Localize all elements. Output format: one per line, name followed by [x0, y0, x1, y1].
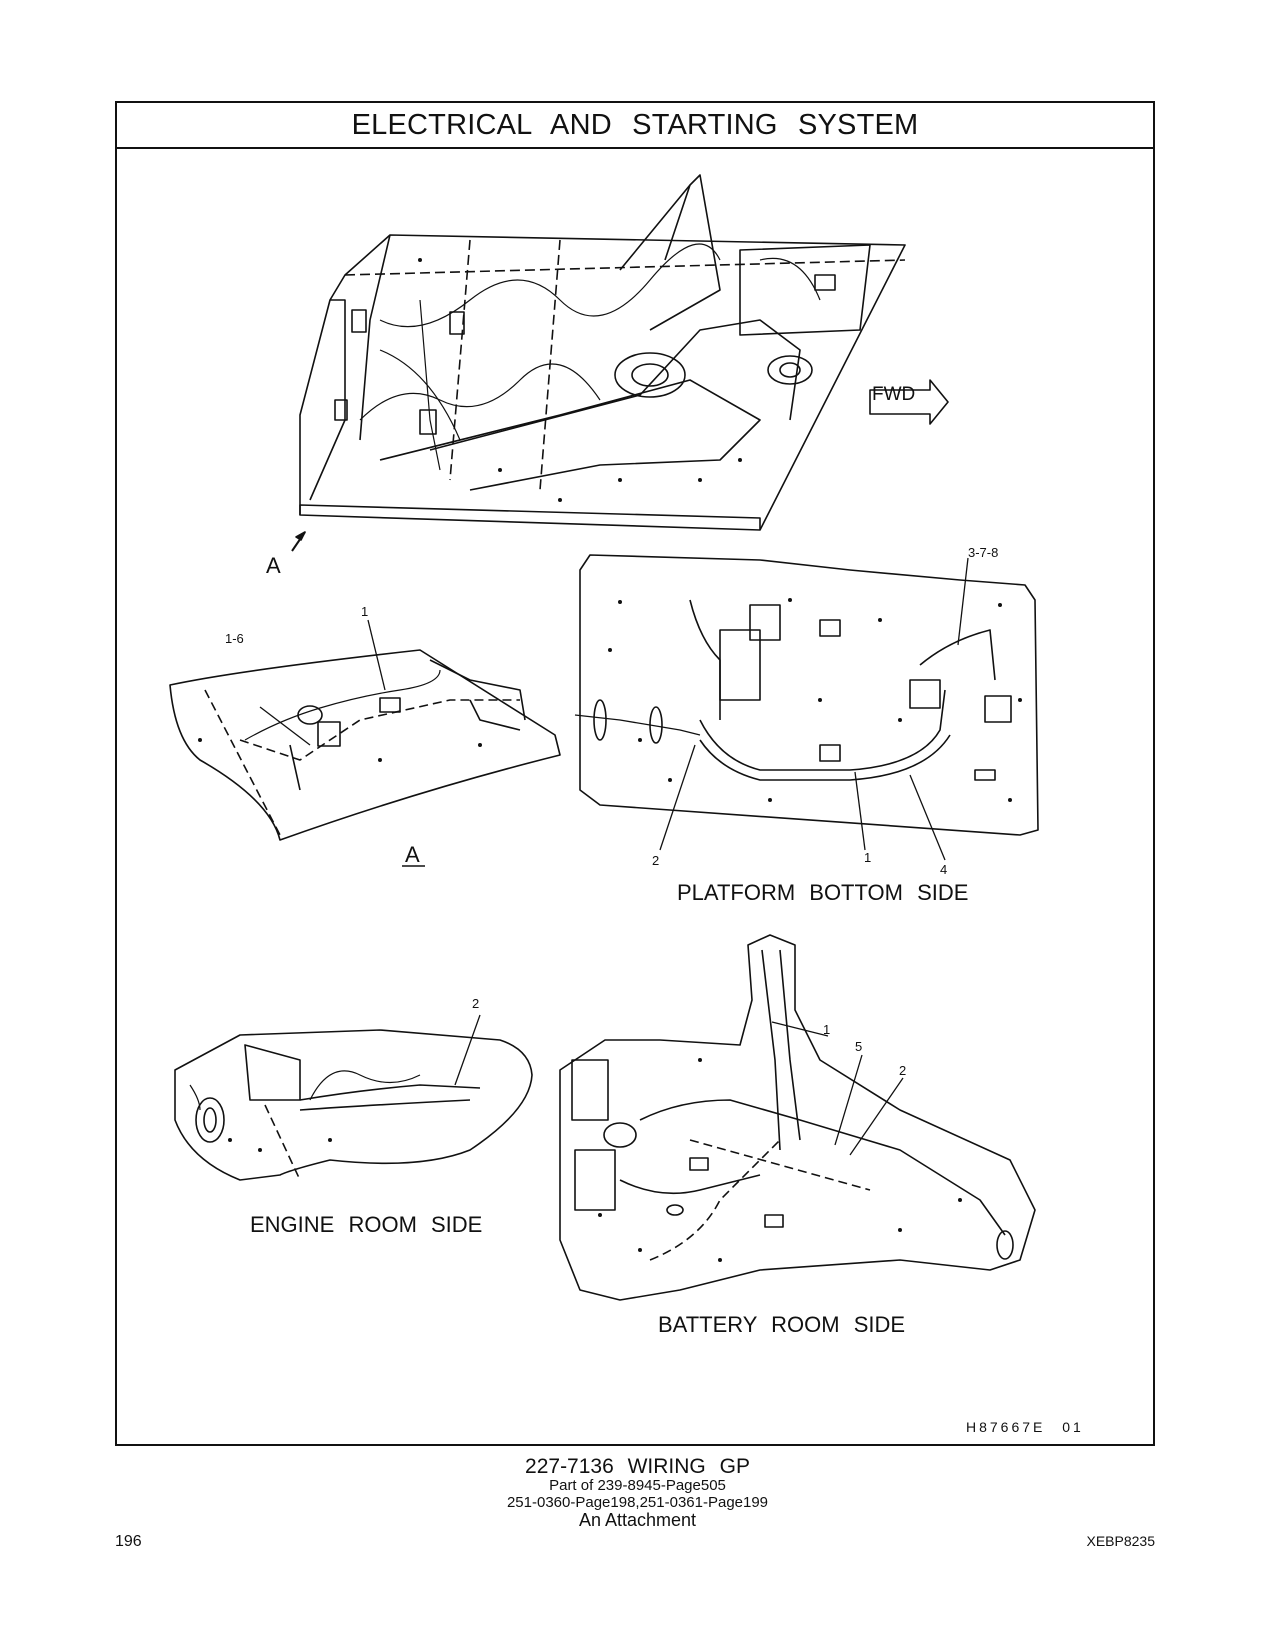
document-number: XEBP8235 — [1086, 1533, 1156, 1549]
callout-5-battery: 5 — [855, 1039, 863, 1054]
engine-room-drawing — [174, 1014, 533, 1181]
page-number: 196 — [115, 1533, 142, 1550]
illustration-id: H87667E 01 — [966, 1419, 1084, 1435]
detail-a-caption: A — [405, 842, 420, 867]
fwd-label: FWD — [872, 384, 916, 405]
main-frame-drawing — [291, 174, 949, 552]
callout-1-platform: 1 — [864, 850, 872, 865]
platform-bottom-caption: PLATFORM BOTTOM SIDE — [677, 880, 969, 905]
callout-2-engine: 2 — [472, 996, 480, 1011]
callout-2-platform: 2 — [652, 853, 660, 868]
callout-1-6: 1-6 — [225, 631, 244, 646]
fastener-dots — [198, 258, 1022, 1262]
illustration-frame: ELECTRICAL AND STARTING SYSTEM — [115, 101, 1155, 1446]
footer-line-2: 251-0360-Page198,251-0361-Page199 — [506, 1494, 769, 1511]
callout-4-platform: 4 — [940, 862, 948, 877]
callout-2-battery: 2 — [899, 1063, 907, 1078]
footer-part-title: 227-7136 WIRING GP — [525, 1455, 750, 1478]
footer-line-1: Part of 239-8945-Page505 — [549, 1477, 726, 1494]
callout-1-detail-a: 1 — [361, 604, 369, 619]
footer-line-3: An Attachment — [578, 1510, 697, 1530]
page-title: ELECTRICAL AND STARTING SYSTEM — [117, 103, 1153, 149]
platform-bottom-drawing — [574, 554, 1039, 861]
view-a-arrow-label: A — [266, 553, 281, 578]
engine-room-caption: ENGINE ROOM SIDE — [250, 1212, 483, 1237]
detail-a-drawing — [169, 619, 561, 867]
callout-3-7-8: 3-7-8 — [968, 545, 999, 560]
battery-room-caption: BATTERY ROOM SIDE — [658, 1312, 906, 1337]
callout-1-battery: 1 — [823, 1022, 831, 1037]
battery-room-drawing — [559, 934, 1036, 1301]
